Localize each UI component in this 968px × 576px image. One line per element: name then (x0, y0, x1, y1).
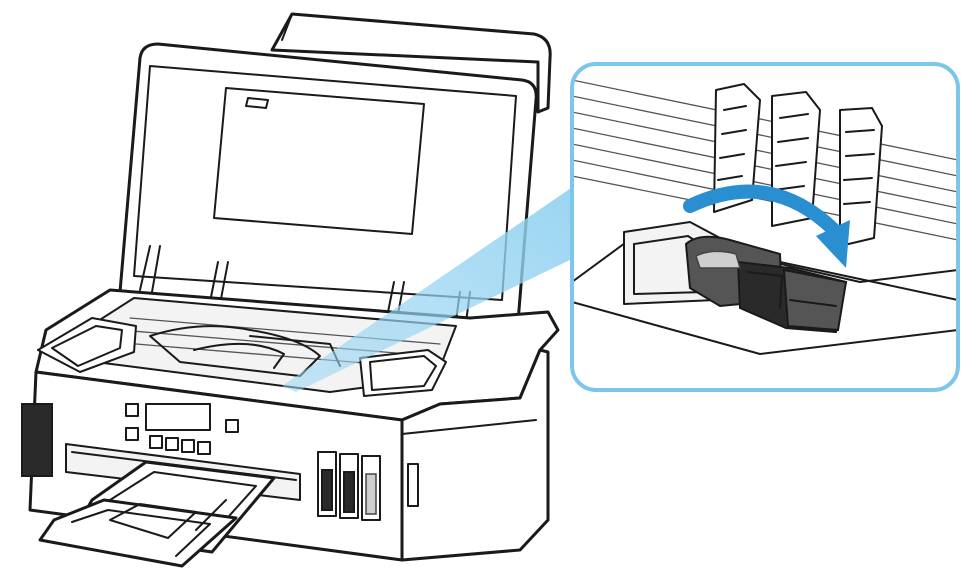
output-tray (38, 460, 276, 568)
callout-frame (570, 62, 960, 392)
ink-tanks (317, 451, 381, 521)
rotation-arrow-icon (683, 184, 850, 268)
callout-detail (570, 62, 960, 392)
printer-side (400, 348, 550, 562)
cover-lock-lever-icon (684, 235, 848, 334)
rear-paper-support (270, 12, 552, 114)
callout-beam (282, 186, 574, 392)
printer-icon (21, 12, 560, 568)
control-panel (125, 403, 239, 455)
left-ink-window (21, 403, 53, 477)
